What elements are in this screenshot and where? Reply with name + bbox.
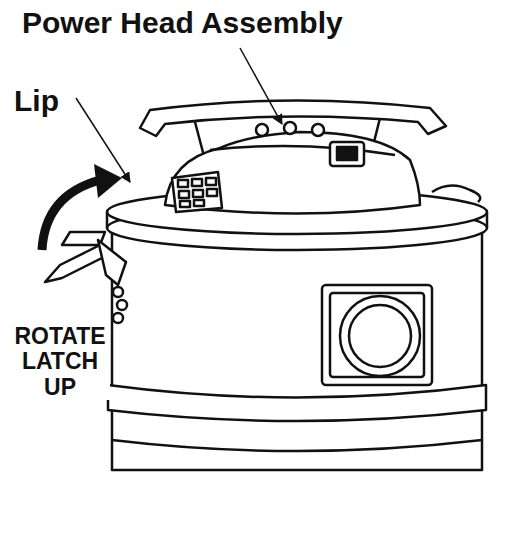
part-label: Power Head Assembly [22, 6, 343, 39]
part-label: ROTATE LATCH UP [10, 324, 110, 400]
part-label: Lip [14, 84, 59, 117]
